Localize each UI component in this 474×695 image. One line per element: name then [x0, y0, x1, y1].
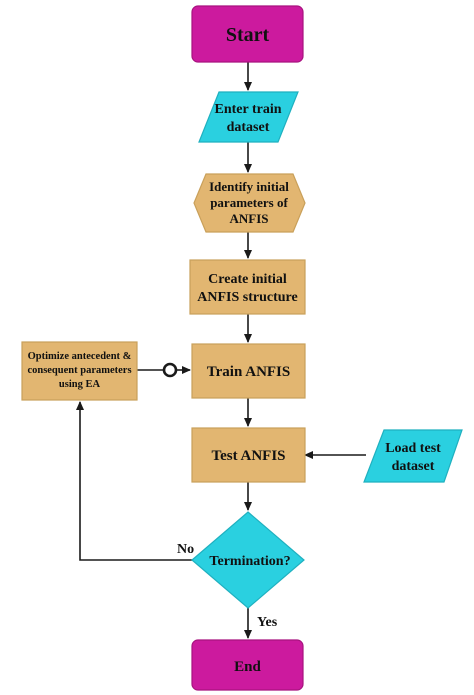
node-load-test-dataset: Load test dataset	[363, 429, 463, 483]
create-line1: Create initial	[208, 272, 287, 287]
enter-train-line2: dataset	[227, 120, 270, 135]
edge-label-no: No	[177, 542, 194, 557]
identify-line2: parameters of	[210, 195, 288, 210]
node-enter-train-dataset: Enter train dataset	[198, 91, 299, 143]
identify-line3: ANFIS	[229, 211, 268, 226]
start-shape	[191, 5, 304, 63]
train-label: Train ANFIS	[207, 364, 291, 380]
termination-label: Termination?	[209, 554, 290, 569]
optimize-line1: Optimize antecedent &	[28, 351, 132, 362]
load-test-line2: dataset	[392, 459, 435, 474]
end-shape	[191, 639, 304, 691]
node-start: Start	[191, 5, 304, 63]
junction-circle	[162, 362, 178, 378]
start-label: Start	[226, 24, 270, 46]
optimize-shape	[21, 341, 138, 401]
optimize-line2: consequent parameters	[27, 365, 131, 376]
termination-shape	[191, 511, 305, 609]
load-test-shape	[363, 429, 463, 483]
node-end: End	[191, 639, 304, 691]
train-shape	[191, 343, 306, 399]
enter-train-line1: Enter train	[214, 102, 281, 117]
test-label: Test ANFIS	[211, 448, 285, 464]
optimize-line3: using EA	[59, 379, 101, 390]
node-train-anfis: Train ANFIS	[191, 343, 306, 399]
identify-shape	[193, 173, 306, 233]
node-create-structure: Create initial ANFIS structure	[189, 259, 306, 315]
create-shape	[189, 259, 306, 315]
create-line2: ANFIS structure	[197, 290, 297, 305]
node-identify-parameters: Identify initial parameters of ANFIS	[193, 173, 306, 233]
node-termination-decision: Termination?	[191, 511, 305, 609]
node-test-anfis: Test ANFIS	[191, 427, 306, 483]
load-test-line1: Load test	[385, 441, 441, 456]
identify-line1: Identify initial	[209, 179, 289, 194]
edge-label-yes: Yes	[257, 615, 278, 630]
end-label: End	[234, 659, 261, 675]
connectors	[76, 62, 366, 639]
arrow-no-loop	[76, 401, 195, 561]
node-optimize-parameters: Optimize antecedent & consequent paramet…	[21, 341, 138, 401]
test-shape	[191, 427, 306, 483]
enter-train-shape	[198, 91, 299, 143]
